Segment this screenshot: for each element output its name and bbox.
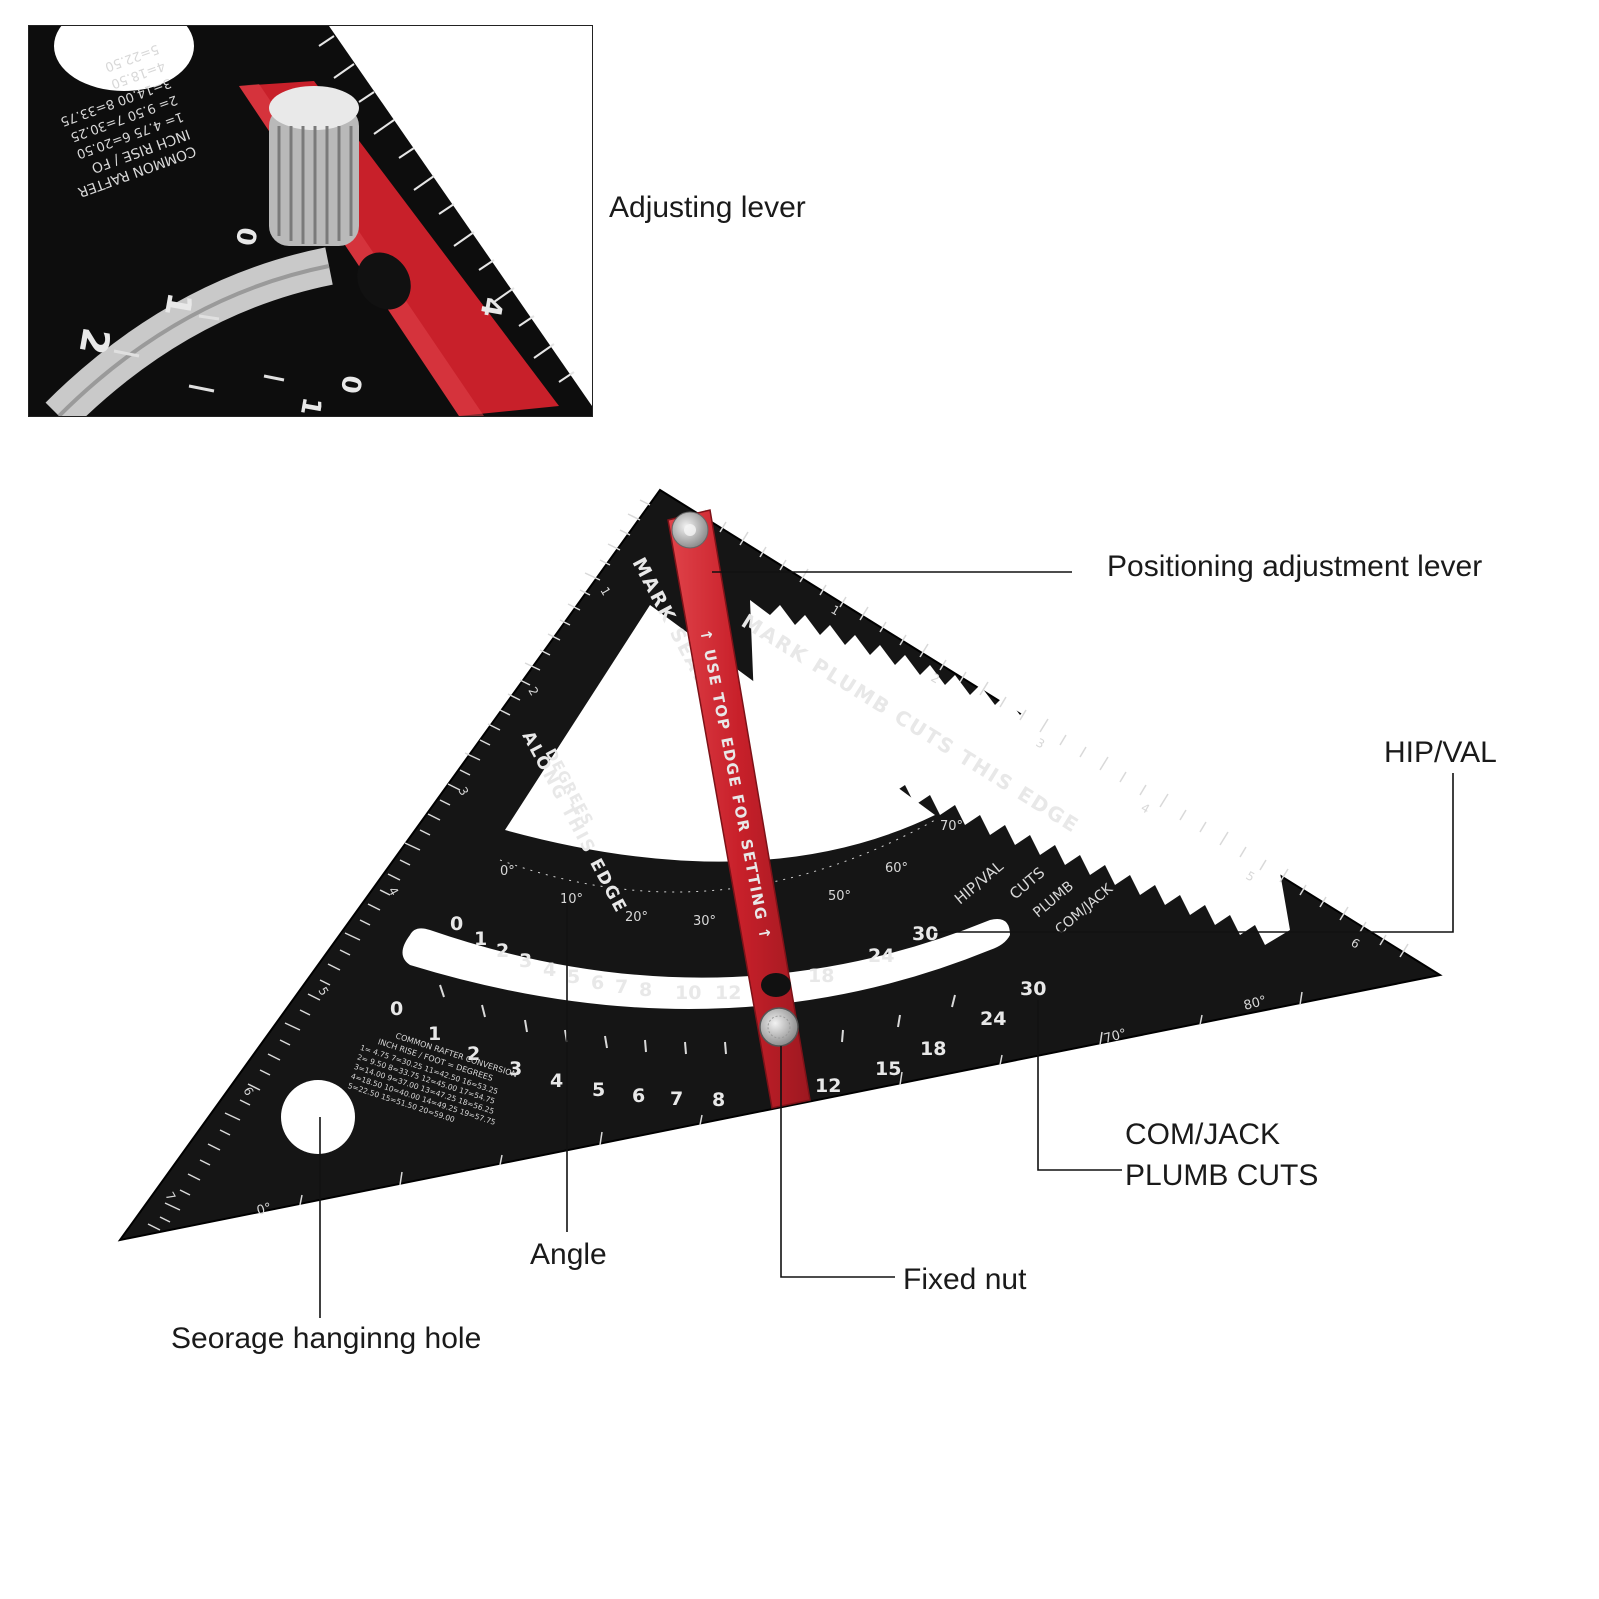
hip-scale-number: 8 xyxy=(639,979,652,1001)
com-scale-number: 12 xyxy=(815,1075,841,1097)
com-scale-number: 4 xyxy=(550,1070,563,1092)
outer-degree-label: 0° xyxy=(255,1201,273,1219)
degree-label: 70° xyxy=(940,819,963,834)
hip-scale-number: 18 xyxy=(808,965,834,987)
com-scale-number: 6 xyxy=(632,1085,645,1107)
degree-label: 30° xyxy=(693,914,716,929)
inset-edge-ticks xyxy=(318,35,575,383)
com-scale-number: 15 xyxy=(875,1058,901,1080)
hip-scale-number: 24 xyxy=(868,945,894,967)
degree-label: 60° xyxy=(885,861,908,876)
callout-angle: Angle xyxy=(530,1238,607,1271)
inset-knurled-knob xyxy=(269,86,359,246)
hip-scale-numbers: 0 1 2 3 4 5 6 7 8 10 12 18 24 30 xyxy=(450,913,938,1004)
hip-scale-number: 4 xyxy=(543,959,556,981)
hip-scale-number: 6 xyxy=(591,972,604,994)
hip-scale-number: 5 xyxy=(567,966,580,988)
inset-digit: 0 xyxy=(334,373,367,396)
degree-label: 50° xyxy=(828,889,851,904)
callout-adjusting-lever: Adjusting lever xyxy=(609,191,806,224)
com-scale-number: 8 xyxy=(712,1089,725,1111)
callout-storage-hole: Seorage hanginng hole xyxy=(171,1322,482,1355)
leader-fixed-nut xyxy=(780,1046,895,1278)
left-edge-ticks xyxy=(147,499,651,1231)
com-scale-numbers: 0 1 2 3 4 5 6 7 8 12 15 18 24 30 xyxy=(390,978,1046,1111)
callout-com-jack-line1: COM/JACK xyxy=(1125,1118,1281,1151)
degree-label: 0° xyxy=(500,864,515,879)
pivot-screw xyxy=(671,511,709,549)
inset-digit: 1 xyxy=(294,395,327,416)
inset-digit: 0 xyxy=(229,225,262,248)
bottom-edge-ticks xyxy=(299,991,1303,1206)
callout-com-jack-line2: PLUMB CUTS xyxy=(1125,1159,1319,1192)
sawtooth-slot xyxy=(750,600,1290,945)
com-scale-number: 1 xyxy=(428,1023,441,1045)
outer-degree-label: 80° xyxy=(1242,993,1268,1013)
scale-tick-marks xyxy=(439,984,956,1055)
leader-com-jack xyxy=(1037,1000,1122,1171)
inset-closeup-drawing: COMMON RAFTER INCH RISE / FO 1= 4.75 6=2… xyxy=(29,26,592,416)
degree-label: 20° xyxy=(625,910,648,925)
callout-fixed-nut: Fixed nut xyxy=(903,1263,1027,1296)
hip-scale-number: 1 xyxy=(474,928,487,950)
com-scale-number: 7 xyxy=(670,1088,683,1110)
inset-hanging-hole xyxy=(54,26,194,91)
inset-background-corner xyxy=(329,26,592,406)
fixed-nut[interactable] xyxy=(759,1007,799,1047)
hip-scale-number: 0 xyxy=(450,913,463,935)
com-scale-number: 2 xyxy=(467,1043,480,1065)
hip-scale-number: 2 xyxy=(496,940,509,962)
com-scale-number: 30 xyxy=(1020,978,1046,1000)
com-scale-number: 24 xyxy=(980,1008,1006,1030)
degree-label: 10° xyxy=(560,892,583,907)
inset-lever-slot xyxy=(357,252,411,310)
degree-arc-labels: 0° 10° 20° 30° 50° 60° 70° xyxy=(500,819,963,929)
conversion-table: COMMON RAFTER CONVERSION INCH RISE / FOO… xyxy=(347,1031,519,1127)
com-scale-number: 5 xyxy=(592,1079,605,1101)
com-scale-number: 18 xyxy=(920,1038,946,1060)
hip-scale-number: 10 xyxy=(675,982,701,1004)
outer-degree-label: 70° xyxy=(1102,1026,1128,1046)
callout-leader-lines xyxy=(319,571,1454,1318)
hanging-hole xyxy=(281,1080,355,1154)
lever-slot xyxy=(761,973,791,997)
hip-scale-number: 7 xyxy=(615,976,628,998)
callout-hip-val: HIP/VAL xyxy=(1384,736,1497,769)
callout-positioning-lever: Positioning adjustment lever xyxy=(1107,550,1483,583)
hip-scale-number: 30 xyxy=(912,923,938,945)
hip-scale-number: 3 xyxy=(519,950,532,972)
curved-slot xyxy=(402,919,1010,1010)
com-scale-number: 0 xyxy=(390,998,403,1020)
hip-scale-number: 12 xyxy=(715,982,741,1004)
right-edge-ticks xyxy=(699,509,1409,958)
inset-closeup-photo: COMMON RAFTER INCH RISE / FO 1= 4.75 6=2… xyxy=(28,25,593,417)
com-scale-number: 3 xyxy=(509,1058,522,1080)
leader-hip-val xyxy=(930,773,1454,933)
